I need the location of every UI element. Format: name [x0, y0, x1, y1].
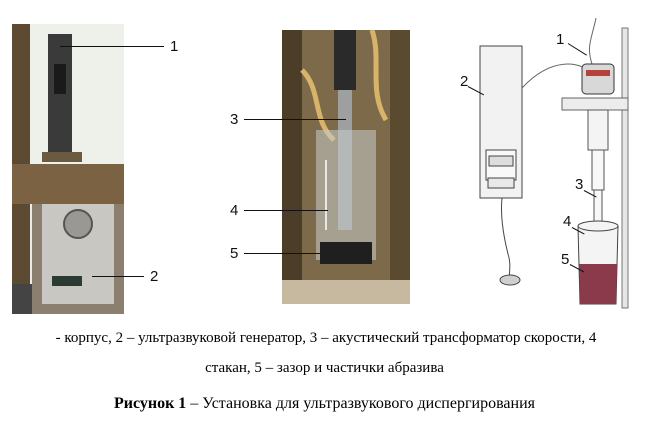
label-m5: 5	[230, 245, 239, 262]
label-l1: 1	[170, 38, 179, 55]
caption-line-1: - корпус, 2 – ультразвуковой генератор, …	[55, 330, 597, 346]
leader-m5	[244, 253, 320, 254]
label-l2: 2	[150, 268, 159, 285]
label-r3: 3	[575, 176, 584, 193]
leader-l2	[92, 276, 144, 277]
label-r4: 4	[563, 213, 572, 230]
figure-title-bold: Рисунок 1	[113, 395, 187, 412]
label-r1: 1	[556, 31, 565, 48]
leader-m3	[244, 119, 346, 120]
photo-middle	[282, 30, 410, 304]
leader-m4	[244, 210, 328, 211]
figure-title-rest: – Установка для ультразвукового дисперги…	[186, 395, 536, 412]
caption-line-2: стакан, 5 – зазор и частички абразива	[205, 360, 444, 376]
label-r5: 5	[561, 251, 570, 268]
label-m4: 4	[230, 202, 239, 219]
photo-left	[12, 24, 124, 314]
label-m3: 3	[230, 111, 239, 128]
photo-left-drawing	[12, 24, 124, 314]
label-r2: 2	[460, 73, 469, 90]
schematic-right	[460, 18, 645, 318]
photo-middle-drawing	[282, 30, 410, 304]
leader-l1	[60, 46, 164, 47]
schematic-drawing	[460, 18, 645, 318]
figure-title: Рисунок 1 – Установка для ультразвуковог…	[0, 395, 649, 413]
